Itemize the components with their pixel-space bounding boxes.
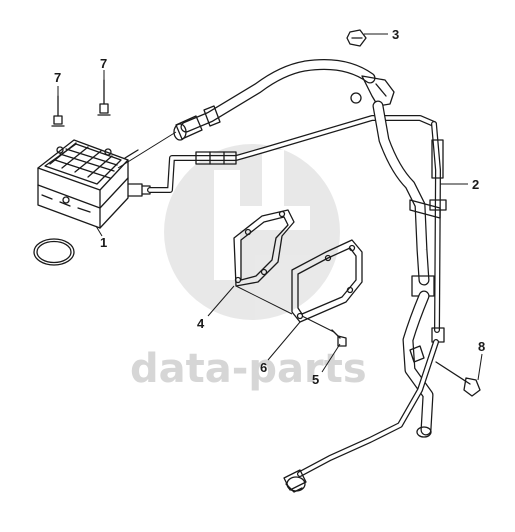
watermark: data-parts	[130, 144, 367, 392]
callout-8: 8	[478, 339, 485, 354]
callout-7-left: 7	[54, 70, 61, 85]
o-ring[interactable]	[33, 238, 75, 266]
gasket[interactable]	[233, 209, 295, 287]
callout-4: 4	[197, 316, 205, 331]
side-hose[interactable]	[372, 100, 441, 438]
nut[interactable]	[346, 29, 367, 47]
callout-5: 5	[312, 372, 319, 387]
watermark-text: data-parts	[130, 346, 367, 392]
callout-2: 2	[472, 177, 479, 192]
leader-lines	[57, 33, 483, 381]
breather-pipe[interactable]	[147, 115, 447, 343]
filter-housing[interactable]	[37, 139, 151, 229]
cover-plate[interactable]	[291, 239, 363, 323]
callout-1: 1	[100, 235, 107, 250]
lower-pipe[interactable]	[283, 339, 439, 493]
bolt-small[interactable]	[331, 329, 347, 347]
callout-7-right: 7	[100, 56, 107, 71]
stud-left[interactable]	[51, 95, 65, 127]
bolt-clamp[interactable]	[435, 361, 481, 397]
stud-right[interactable]	[97, 79, 111, 116]
callout-6: 6	[260, 360, 267, 375]
upper-hose[interactable]	[173, 59, 395, 141]
callout-3: 3	[392, 27, 399, 42]
